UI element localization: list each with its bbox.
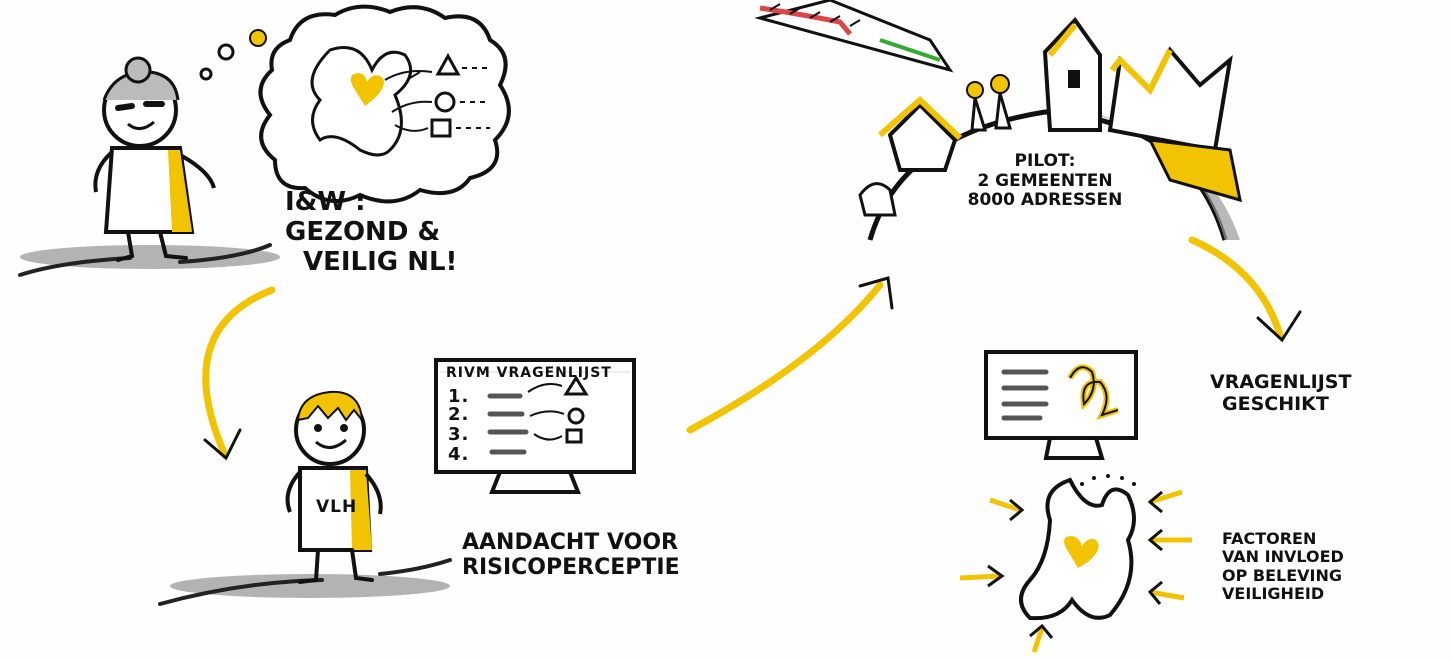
hair-bun	[124, 56, 152, 84]
thought-bubbles	[199, 29, 267, 81]
monitor-left	[434, 358, 636, 494]
arrow-to-vlh	[202, 286, 276, 461]
woman-figure	[18, 56, 280, 277]
factors-line-2: VAN INVLOED	[1222, 547, 1344, 567]
ministry-name: I&W :	[285, 187, 366, 217]
question-number-2: 2.	[448, 404, 469, 425]
triangle-icon	[435, 52, 461, 76]
attention-line-1: AANDACHT VOOR	[462, 530, 678, 555]
questionnaire-line-1: VRAGENLIJST	[1210, 371, 1352, 393]
pilot-title: PILOT:	[1014, 151, 1076, 171]
factors-figure	[959, 474, 1192, 653]
questionnaire-suitable-label: VRAGENLIJST GESCHIKT	[1210, 371, 1352, 416]
factors-line-4: VEILIGHEID	[1222, 584, 1325, 604]
attention-label: AANDACHT VOOR RISICOPERCEPTIE	[462, 530, 680, 581]
question-number-4: 4.	[448, 444, 469, 465]
arrow-to-questionnaire	[1188, 236, 1302, 343]
factors-line-3: OP BELEVING	[1222, 565, 1343, 585]
attention-line-2: RISICOPERCEPTIE	[462, 555, 680, 581]
ministry-label: I&W : GEZOND & VEILIG NL!	[285, 187, 458, 278]
pilot-line-2: 8000 ADRESSEN	[967, 190, 1123, 211]
question-number-3: 3.	[448, 424, 469, 445]
circle-icon	[434, 91, 456, 113]
pilot-line-1: 2 GEMEENTEN	[977, 170, 1113, 191]
square-icon	[430, 118, 452, 138]
arrow-to-pilot	[686, 276, 894, 434]
ministry-line-1: GEZOND &	[285, 216, 441, 247]
questionnaire-line-2: GESCHIKT	[1222, 392, 1329, 415]
pilot-hill	[754, 0, 1242, 241]
thought-cloud	[258, 4, 511, 204]
questionnaire-title: RIVM VRAGENLIJST	[446, 365, 612, 381]
vlh-shirt-label: VLH	[316, 497, 357, 517]
pilot-label: PILOT: 2 GEMEENTEN 8000 ADRESSEN	[935, 151, 1155, 211]
factors-line-1: FACTOREN	[1222, 529, 1317, 548]
ministry-line-2: VEILIG NL!	[303, 246, 458, 277]
vlh-figure	[158, 390, 452, 606]
question-number-1: 1.	[448, 386, 469, 407]
heart-icon	[350, 73, 384, 106]
monitor-right	[984, 350, 1138, 460]
factors-label: FACTOREN VAN INVLOED OP BELEVING VEILIGH…	[1222, 529, 1344, 604]
